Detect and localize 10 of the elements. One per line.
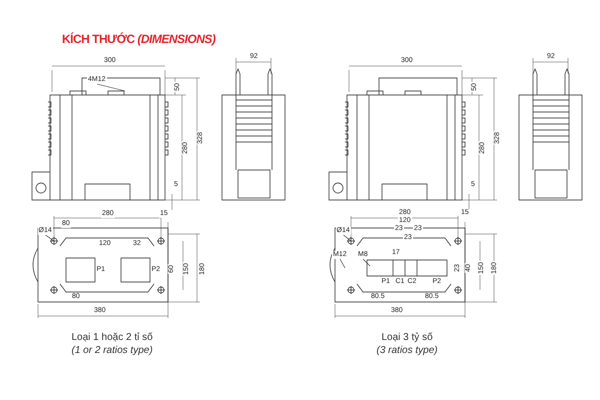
leader-line bbox=[340, 258, 346, 268]
leader-line bbox=[343, 234, 352, 242]
caption: Loại 1 hoặc 2 tỉ số bbox=[70, 332, 154, 344]
leader-line bbox=[362, 258, 370, 266]
leader-line bbox=[96, 84, 126, 92]
caption: Loại 3 tỷ số bbox=[380, 332, 434, 344]
title: KÍCH THƯỚC (DIMENSIONS) bbox=[62, 32, 216, 46]
caption: (3 ratios type) bbox=[376, 345, 439, 357]
leader-line bbox=[45, 234, 54, 242]
caption: (1 or 2 ratios type) bbox=[70, 345, 154, 357]
